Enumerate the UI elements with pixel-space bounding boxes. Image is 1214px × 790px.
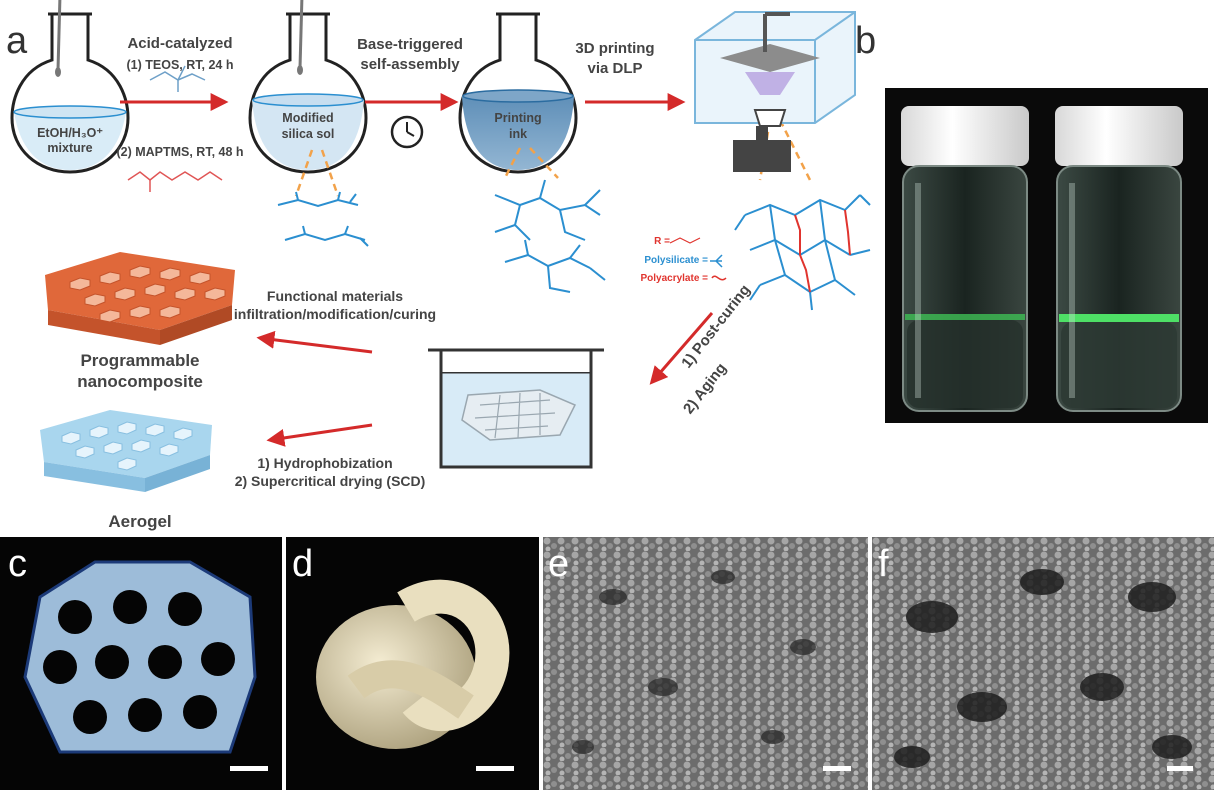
panel-label-b: b (855, 20, 877, 62)
flask3-label-line2: ink (508, 127, 528, 141)
stirring-rod-1 (56, 0, 62, 71)
functional-line1: Functional materials (266, 288, 404, 304)
vials-image (901, 106, 1183, 412)
panel-label-f: f (878, 543, 889, 585)
panel-d-photo (286, 537, 539, 790)
scale-bar-d (476, 766, 514, 771)
flask2-label-line2: silica sol (281, 127, 335, 141)
dlp-printer (694, 11, 856, 172)
acid-step-2: (2) MAPTMS, RT, 48 h (116, 145, 244, 159)
printing-line1: 3D printing (575, 40, 655, 57)
flask-2 (248, 0, 368, 174)
printing-ink-network (494, 179, 606, 293)
panel-f-sem (872, 537, 1214, 790)
knot-print-image (316, 579, 510, 749)
acid-step-1: (1) TEOS, RT, 24 h (126, 58, 234, 72)
aging-container (428, 348, 604, 469)
panel-a-schematic (10, 0, 871, 492)
teos-molecule (149, 65, 206, 92)
acid-catalyzed-title: Acid-catalyzed (127, 35, 233, 52)
printing-line2: via DLP (587, 60, 643, 77)
vial-left (901, 106, 1029, 412)
flask1-label-line1: EtOH/H₃O⁺ (37, 126, 103, 140)
flask3-label-line1: Printing (494, 111, 542, 125)
panel-label-c: c (8, 543, 27, 585)
aerogel-honeycomb (40, 410, 212, 492)
legend-polyacrylate: Polyacrylate = (640, 273, 708, 284)
panel-b-photo (885, 88, 1208, 423)
polyacrylate-crosslinks (794, 209, 851, 293)
flask-1 (10, 0, 130, 174)
aerogel-label: Aerogel (108, 512, 172, 531)
functional-line2: infiltration/modification/curing (233, 306, 437, 322)
base-triggered-line2: self-assembly (360, 56, 460, 73)
scale-bar-f (1167, 766, 1193, 771)
scale-bar-c (230, 766, 268, 771)
flask-3 (458, 12, 578, 174)
base-triggered-line1: Base-triggered (357, 36, 463, 53)
panel-label-a: a (6, 20, 28, 62)
panel-label-d: d (292, 543, 314, 585)
sem-image-e (543, 537, 868, 790)
vial-right (1055, 106, 1183, 412)
flask1-label-line2: mixture (47, 141, 93, 155)
clock-icon (390, 115, 424, 149)
scale-bar-e (823, 766, 851, 771)
legend-r: R = (654, 236, 670, 247)
sem-image-f (872, 537, 1214, 790)
hydro-line1: 1) Hydrophobization (257, 455, 393, 471)
panel-c-photo (0, 537, 282, 790)
legend-polysilicate: Polysilicate = (644, 255, 708, 266)
silica-sol-chains (277, 191, 369, 247)
panel-e-sem (543, 537, 868, 790)
arrow-nanocomposite (256, 330, 373, 354)
hydro-line2: 2) Supercritical drying (SCD) (234, 473, 426, 489)
arrow-aerogel (266, 423, 373, 447)
arrow-post-curing (649, 312, 714, 385)
panel-label-e: e (548, 543, 570, 585)
honeycomb-print-image (23, 560, 257, 754)
nanocomposite-label-line2: nanocomposite (77, 372, 203, 391)
nanocomposite-honeycomb (45, 252, 235, 345)
stirring-rod-2 (298, 0, 304, 69)
maptms-molecule (127, 171, 223, 192)
flask2-label-line1: Modified (282, 111, 334, 125)
nanocomposite-label-line1: Programmable (80, 351, 200, 370)
